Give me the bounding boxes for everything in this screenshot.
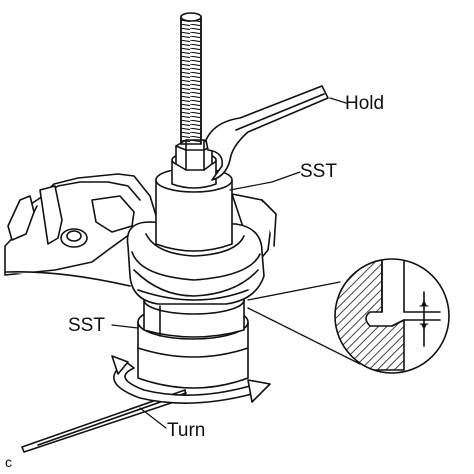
sst-lower-label: SST (68, 315, 105, 336)
suspension-arm (4, 173, 277, 287)
hold-wrench (205, 85, 329, 181)
turn-label: Turn (167, 420, 206, 441)
detail-view (334, 258, 450, 374)
figure-code: c (5, 454, 12, 470)
turn-arrow-icon (111, 355, 271, 404)
sst-upper-label: SST (300, 161, 337, 182)
threaded-bolt (180, 12, 202, 145)
leader-lines (111, 97, 347, 429)
detail-connector (247, 281, 361, 365)
hold-label: Hold (345, 93, 385, 114)
hex-nut (175, 139, 213, 171)
